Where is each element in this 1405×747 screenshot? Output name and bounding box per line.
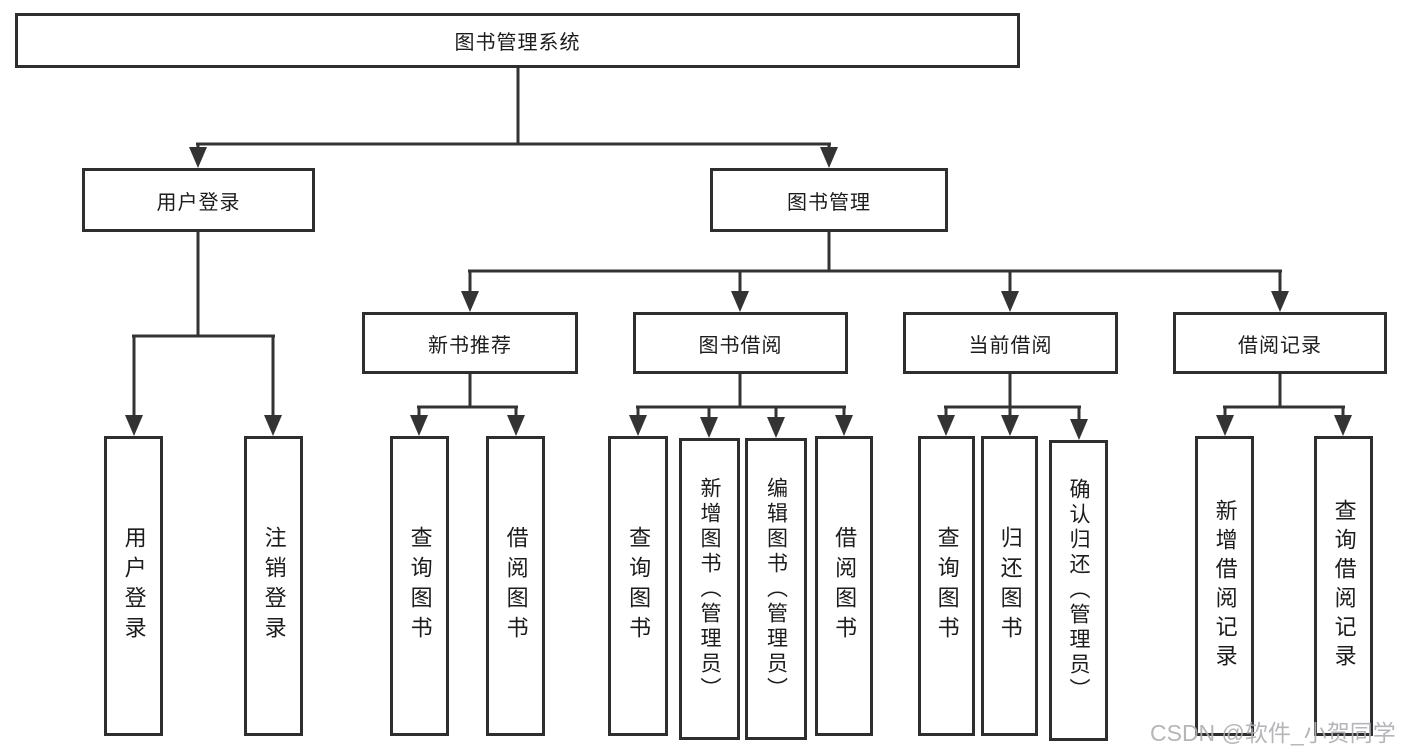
leaf-user-login: 用户登录	[104, 436, 163, 736]
leaf-borrow-books-borrow: 借阅图书	[815, 436, 873, 736]
leaf-add-book-admin-label: 新增图书（管理员）	[698, 476, 722, 702]
node-root-label: 图书管理系统	[454, 32, 581, 54]
node-user-login-label: 用户登录	[156, 191, 241, 214]
leaf-query-borrow-record-label: 查询借阅记录	[1331, 499, 1357, 673]
connector-book-mgmt-to-level3	[461, 232, 1289, 312]
node-borrow-records: 借阅记录	[1173, 312, 1387, 374]
leaf-add-book-admin: 新增图书（管理员）	[679, 438, 740, 740]
leaf-query-books-current-label: 查询图书	[934, 526, 960, 646]
node-book-borrowing: 图书借阅	[633, 312, 848, 374]
leaf-query-books-borrow-label: 查询图书	[626, 526, 652, 646]
csdn-watermark: CSDN @软件_小贺同学	[1150, 720, 1396, 746]
node-current-borrowing: 当前借阅	[903, 312, 1118, 374]
connector-root-to-level2	[189, 68, 838, 168]
leaf-add-borrow-record: 新增借阅记录	[1195, 436, 1254, 736]
leaf-query-borrow-record: 查询借阅记录	[1314, 436, 1373, 736]
node-current-borrowing-label: 当前借阅	[968, 334, 1053, 357]
leaf-edit-book-admin: 编辑图书（管理员）	[745, 438, 807, 740]
leaf-query-books-borrow: 查询图书	[608, 436, 668, 736]
connector-book-borrow-children	[629, 374, 853, 438]
node-book-management: 图书管理	[710, 168, 948, 232]
connector-user-login-children	[125, 232, 282, 436]
leaf-borrow-books-recommend: 借阅图书	[486, 436, 545, 736]
node-book-borrowing-label: 图书借阅	[698, 334, 783, 357]
leaf-logout: 注销登录	[244, 436, 303, 736]
node-new-book-recommend: 新书推荐	[362, 312, 578, 374]
leaf-confirm-return-admin: 确认归还（管理员）	[1049, 440, 1108, 741]
connector-current-borrow-children	[937, 374, 1088, 440]
node-new-book-recommend-label: 新书推荐	[428, 334, 512, 357]
leaf-query-books-current: 查询图书	[918, 436, 975, 736]
node-user-login: 用户登录	[82, 168, 315, 232]
node-book-management-label: 图书管理	[787, 191, 871, 214]
leaf-edit-book-admin-label: 编辑图书（管理员）	[764, 476, 788, 702]
connector-records-children	[1216, 374, 1352, 436]
leaf-confirm-return-admin-label: 确认归还（管理员）	[1067, 478, 1091, 703]
leaf-return-books: 归还图书	[981, 436, 1038, 736]
leaf-query-books-recommend-label: 查询图书	[407, 526, 433, 646]
leaf-query-books-recommend: 查询图书	[390, 436, 449, 736]
node-root: 图书管理系统	[15, 13, 1020, 68]
leaf-add-borrow-record-label: 新增借阅记录	[1212, 499, 1238, 673]
leaf-borrow-books-recommend-label: 借阅图书	[503, 526, 529, 646]
leaf-logout-label: 注销登录	[261, 526, 287, 646]
connector-new-book-children	[410, 374, 525, 436]
leaf-user-login-label: 用户登录	[121, 526, 147, 646]
leaf-return-books-label: 归还图书	[997, 526, 1023, 646]
node-borrow-records-label: 借阅记录	[1238, 334, 1322, 357]
leaf-borrow-books-borrow-label: 借阅图书	[832, 526, 858, 646]
